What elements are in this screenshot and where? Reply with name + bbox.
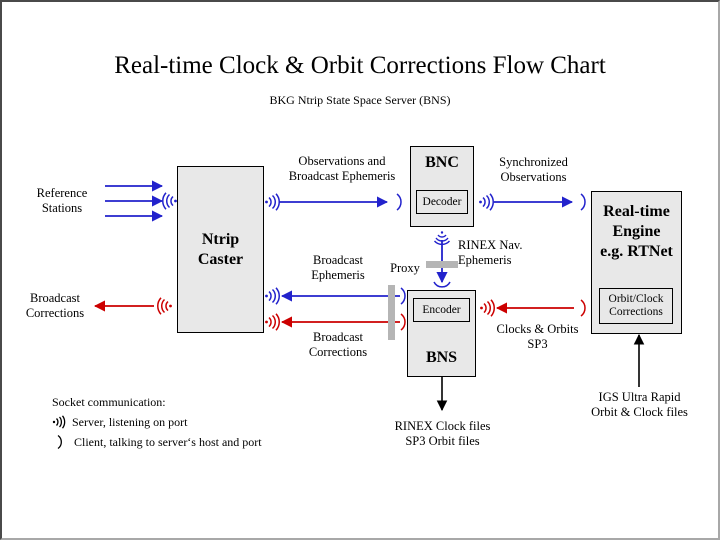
socket-server-icon-legend xyxy=(52,415,66,429)
label-observations-broadcast-ephemeris: Observations and Broadcast Ephemeris xyxy=(288,154,396,183)
socket-server-icon-caster-in xyxy=(265,193,280,211)
legend-client-text: Client, talking to server‘s host and por… xyxy=(74,435,262,449)
socket-client-icon-bns-corr xyxy=(400,313,406,331)
label-rinex-nav-ephemeris: RINEX Nav. Ephemeris xyxy=(458,238,523,267)
box-bnc-decoder[interactable]: Decoder xyxy=(416,190,468,214)
socket-client-icon-legend xyxy=(57,434,62,450)
label-synchronized-observations: Synchronized Observations xyxy=(499,155,568,184)
box-bnc-label: BNC xyxy=(425,154,459,171)
socket-client-icon-rtengine-out xyxy=(580,299,586,317)
legend-server-text: Server, listening on port xyxy=(72,415,188,429)
box-bnc[interactable]: BNC xyxy=(410,146,474,227)
socket-client-icon-bns-nav xyxy=(433,281,451,288)
legend: Socket communication: Server, listening … xyxy=(52,392,352,452)
socket-client-icon-rtengine-in xyxy=(580,193,586,211)
label-broadcast-ephemeris: Broadcast Ephemeris xyxy=(311,253,365,282)
box-ntrip-caster-label: Ntrip Caster xyxy=(197,230,244,268)
label-broadcast-corrections-mid: Broadcast Corrections xyxy=(308,330,368,359)
socket-client-icon-bnc-in xyxy=(396,193,402,211)
label-igs-ultra-rapid: IGS Ultra Rapid Orbit & Clock files xyxy=(591,390,688,419)
page-subtitle: BKG Ntrip State Space Server (BNS) xyxy=(269,93,451,107)
box-bnc-decoder-label: Decoder xyxy=(422,195,462,208)
label-proxy: Proxy xyxy=(390,261,420,275)
socket-server-icon-caster-corr xyxy=(265,313,280,331)
box-bns-encoder-label: Encoder xyxy=(422,303,461,316)
box-bns-encoder[interactable]: Encoder xyxy=(413,298,470,322)
socket-server-icon-corrections-out xyxy=(157,297,172,315)
legend-heading: Socket communication: xyxy=(52,395,166,409)
socket-server-icon-bns-in xyxy=(480,299,495,317)
label-broadcast-corrections-left: Broadcast Corrections xyxy=(25,291,85,320)
arrow-reference-stations xyxy=(105,180,164,222)
label-rinex-clock-sp3-files: RINEX Clock files SP3 Orbit files xyxy=(394,419,491,448)
label-clocks-orbits-sp3: Clocks & Orbits SP3 xyxy=(496,322,579,351)
socket-server-icon-bnc-out xyxy=(479,193,494,211)
page-title: Real-time Clock & Orbit Corrections Flow… xyxy=(114,52,606,79)
socket-server-icon-stations xyxy=(162,192,177,210)
box-rt-engine-label: Real-time Engine e.g. RTNet xyxy=(600,203,673,260)
box-orbit-clock-corrections[interactable]: Orbit/Clock Corrections xyxy=(599,288,673,324)
label-reference-stations: Reference Stations xyxy=(36,186,88,215)
proxy-bar-horizontal xyxy=(426,261,458,268)
proxy-bar-vertical xyxy=(388,285,395,340)
box-ntrip-caster[interactable]: Ntrip Caster xyxy=(177,166,264,333)
socket-server-icon-bnc-nav xyxy=(433,231,451,246)
socket-server-icon-caster-eph xyxy=(265,287,280,305)
box-bns-label: BNS xyxy=(425,349,458,366)
box-orbit-clock-corrections-label: Orbit/Clock Corrections xyxy=(608,293,664,318)
socket-client-icon-bns-eph xyxy=(400,287,406,305)
